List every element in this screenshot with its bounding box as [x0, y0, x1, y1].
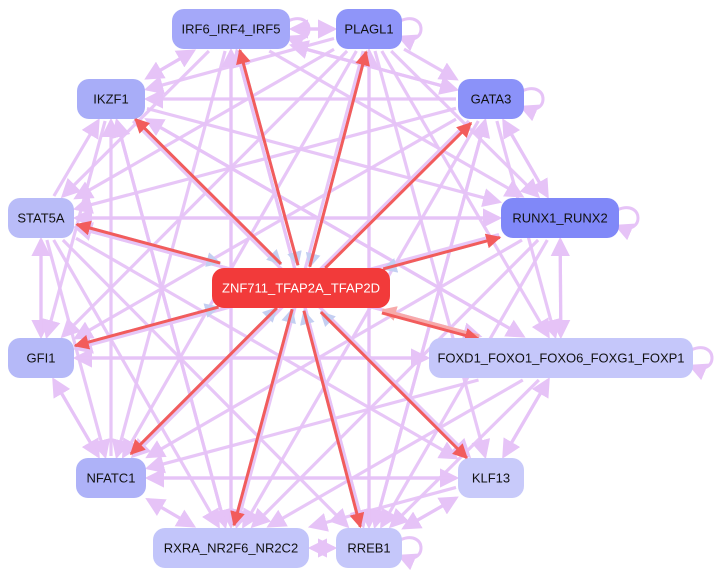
node-foxd1: FOXD1_FOXO1_FOXO6_FOXG1_FOXP1: [429, 338, 693, 378]
edge-foxd1-to-nfatc1: [144, 378, 479, 474]
edge-plagl1-to-nfatc1: [122, 50, 358, 459]
node-label-runx1: RUNX1_RUNX2: [512, 211, 607, 226]
self-loop-plagl1: [397, 17, 423, 52]
self-loop-irf6: [285, 17, 311, 52]
node-klf13: KLF13: [458, 458, 524, 498]
node-rreb1: RREB1: [336, 528, 402, 568]
edge-znf711-to-nfatc1: [129, 306, 278, 455]
node-znf711: ZNF711_TFAP2A_TFAP2D: [212, 268, 390, 308]
edge-gata3-to-rxra: [242, 120, 480, 529]
node-box-irf6: [172, 9, 290, 49]
edge-stat5a-to-klf13: [75, 236, 459, 460]
edge-foxd1-to-znf711: [381, 306, 480, 338]
node-box-klf13: [458, 458, 524, 498]
node-label-nfatc1: NFATC1: [87, 471, 136, 486]
edge-irf6-to-gata3: [291, 43, 460, 95]
edge-nfatc1-to-gfi1: [52, 377, 100, 457]
node-stat5a: STAT5A: [8, 198, 74, 238]
edge-rxra-to-nfatc1: [145, 497, 195, 528]
node-label-stat5a: STAT5A: [17, 211, 65, 226]
node-irf6: IRF6_IRF4_IRF5: [172, 9, 290, 49]
edge-irf6-to-runx1: [268, 49, 525, 198]
node-box-gfi1: [8, 338, 74, 378]
node-box-rxra: [153, 528, 309, 568]
node-label-ikzf1: IKZF1: [93, 92, 128, 107]
edge-stat5a-to-ikzf1: [52, 118, 100, 197]
edge-znf711-to-ikzf1: [134, 117, 283, 265]
node-runx1: RUNX1_RUNX2: [501, 198, 619, 238]
node-label-gata3: GATA3: [471, 92, 512, 107]
edge-znf711-to-rxra: [230, 308, 294, 527]
node-label-gfi1: GFI1: [27, 351, 56, 366]
node-label-foxd1: FOXD1_FOXO1_FOXO6_FOXG1_FOXP1: [437, 351, 684, 366]
edge-runx1-to-gata3: [502, 118, 549, 197]
node-box-plagl1: [336, 9, 402, 49]
node-label-plagl1: PLAGL1: [344, 22, 393, 37]
node-rxra: RXRA_NR2F6_NR2C2: [153, 528, 309, 568]
node-label-rxra: RXRA_NR2F6_NR2C2: [164, 541, 298, 556]
self-loops-layer: [285, 17, 714, 571]
edge-foxd1-to-runx1: [550, 236, 570, 337]
node-box-rreb1: [336, 528, 402, 568]
node-label-irf6: IRF6_IRF4_IRF5: [182, 22, 281, 37]
node-plagl1: PLAGL1: [336, 9, 402, 49]
self-loop-rreb1: [397, 536, 423, 571]
node-box-foxd1: [429, 338, 693, 378]
edge-gata3-to-gfi1: [73, 117, 457, 340]
node-label-rreb1: RREB1: [347, 541, 390, 556]
edge-znf711-to-rreb1: [302, 310, 365, 529]
node-gfi1: GFI1: [8, 338, 74, 378]
node-nfatc1: NFATC1: [76, 458, 146, 498]
edge-runx1-to-nfatc1: [145, 238, 523, 459]
edge-znf711-to-plagl1: [308, 50, 370, 268]
edge-rreb1-to-klf13: [403, 496, 459, 530]
node-box-stat5a: [8, 198, 74, 238]
edge-znf711-to-runx1: [382, 233, 502, 271]
edge-klf13-to-foxd1: [502, 377, 550, 457]
self-loop-gata3: [519, 87, 545, 122]
node-gata3: GATA3: [458, 79, 524, 119]
edge-klf13-to-rxra: [307, 485, 457, 532]
edge-foxd1-to-ikzf1: [144, 118, 524, 338]
edge-ikzf1-to-runx1: [146, 106, 503, 207]
edge-znf711-to-irf6: [236, 48, 300, 266]
edge-plagl1-to-gata3: [403, 47, 459, 81]
node-ikzf1: IKZF1: [77, 79, 145, 119]
self-loop-foxd1: [688, 346, 714, 381]
edge-znf711-to-foxd1: [381, 311, 480, 343]
node-box-runx1: [501, 198, 619, 238]
node-box-gata3: [458, 79, 524, 119]
edge-znf711-to-gfi1: [73, 305, 219, 350]
node-label-znf711: ZNF711_TFAP2A_TFAP2D: [222, 281, 380, 296]
self-loop-runx1: [614, 206, 640, 241]
edge-znf711-to-klf13: [319, 311, 468, 460]
edge-znf711-to-gata3: [324, 122, 473, 270]
edge-ikzf1-to-irf6: [146, 49, 197, 80]
node-box-ikzf1: [77, 79, 145, 119]
node-box-nfatc1: [76, 458, 146, 498]
node-label-klf13: KLF13: [472, 471, 510, 486]
edge-rxra-to-ikzf1: [111, 117, 227, 527]
node-box-znf711: [212, 268, 390, 308]
edge-znf711-to-stat5a: [75, 220, 221, 265]
